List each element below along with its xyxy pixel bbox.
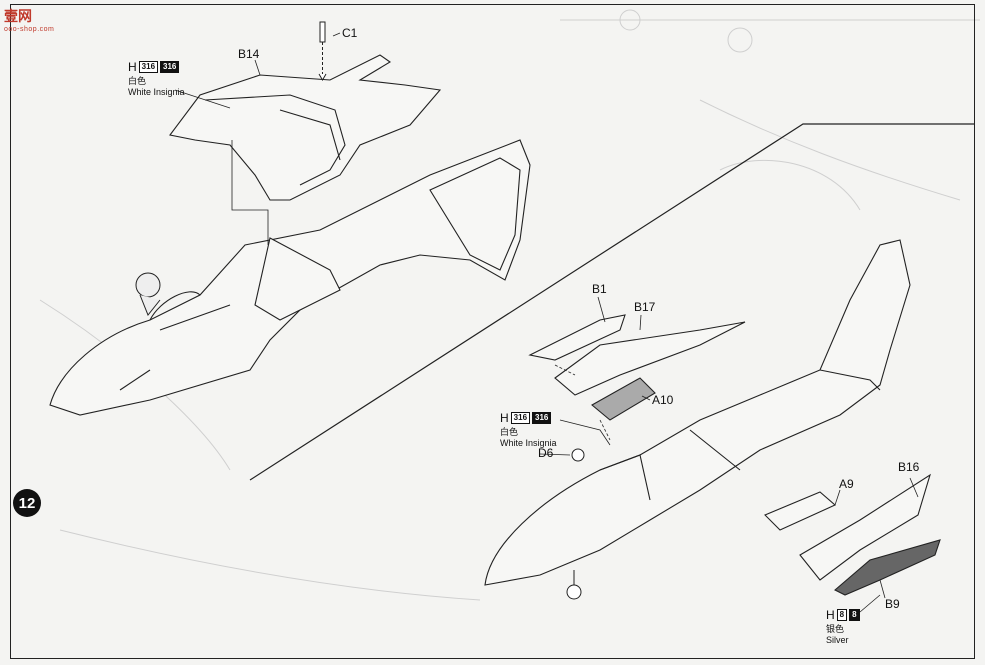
paint-code: 316 <box>510 412 531 424</box>
paint-code: 316 <box>160 61 180 73</box>
paint-code: 316 <box>138 61 159 73</box>
paint-letter: H <box>826 608 835 622</box>
label-b16: B16 <box>898 460 920 474</box>
label-b1: B1 <box>592 282 607 296</box>
a10-part <box>591 377 656 421</box>
label-b9: B9 <box>885 597 900 611</box>
watermark-brand: 壹网 <box>4 9 32 25</box>
b9-part <box>834 539 941 596</box>
label-b17: B17 <box>634 300 656 314</box>
label-a9: A9 <box>839 477 854 491</box>
b14-canopy-part <box>169 54 442 201</box>
paint-code: 316 <box>532 412 552 424</box>
step-number-badge: 12 <box>13 489 41 517</box>
watermark-url: ooo-shop.com <box>4 26 55 33</box>
d6-part <box>571 448 585 462</box>
right-aircraft-fuselage <box>484 239 911 586</box>
paint-name-en: Silver <box>826 635 849 645</box>
left-aircraft-fuselage <box>49 139 531 416</box>
paint-name-cn: 白色 <box>500 427 519 437</box>
paint-name-en: White Insignia <box>500 438 557 448</box>
paint-letter: H <box>128 60 137 74</box>
page-frame <box>10 4 975 659</box>
b16-part <box>799 473 931 581</box>
paint-code: 8 <box>849 609 860 621</box>
b1-part <box>528 314 626 361</box>
paint-code: 8 <box>836 609 848 621</box>
paint-name-cn: 白色 <box>128 76 147 86</box>
paint-name-cn: 银色 <box>826 624 845 634</box>
paint-name-en: White Insignia <box>128 87 185 97</box>
c1-part <box>318 21 327 81</box>
label-d6: D6 <box>538 446 554 460</box>
label-a10: A10 <box>652 393 674 407</box>
watermark-logo: 壹网 ooo-shop.com <box>4 6 54 33</box>
label-c1: C1 <box>342 26 358 40</box>
b17-part <box>554 321 746 396</box>
label-b14: B14 <box>238 47 260 61</box>
paint-letter: H <box>500 411 509 425</box>
